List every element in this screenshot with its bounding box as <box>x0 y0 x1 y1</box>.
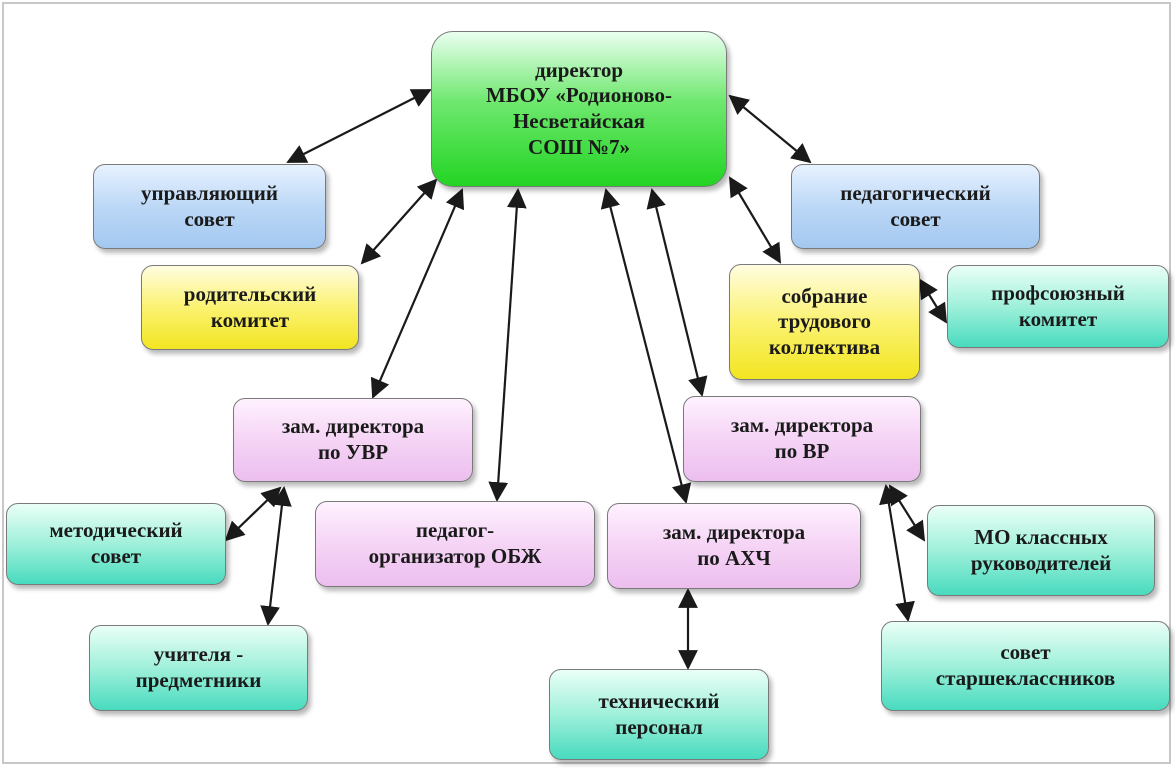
node-mo-class-leaders: МО классных руководителей <box>927 505 1155 596</box>
node-deputy-ahch: зам. директора по АХЧ <box>607 503 861 589</box>
node-parent-committee-label: родительский комитет <box>183 281 317 332</box>
node-pedagogical-council: педагогический совет <box>791 164 1040 249</box>
node-governing-council: управляющий совет <box>93 164 326 249</box>
node-obzh-organizer: педагог- организатор ОБЖ <box>315 501 595 587</box>
node-director-label: директор МБОУ «Родионово- Несветайская С… <box>485 57 673 159</box>
arrow-deputy-uvr-subject-teachers <box>260 486 292 626</box>
node-deputy-uvr: зам. директора по УВР <box>233 398 473 482</box>
arrow-deputy-vr-senior-council <box>879 484 915 622</box>
node-mo-class-leaders-label: МО классных руководителей <box>970 524 1112 575</box>
arrow-labor-meeting-union-committee <box>918 278 948 324</box>
node-labor-meeting-label: собрание трудового коллектива <box>768 283 881 359</box>
node-deputy-ahch-label: зам. директора по АХЧ <box>662 520 806 570</box>
node-methodical-council-label: методический совет <box>49 518 183 568</box>
node-labor-meeting: собрание трудового коллектива <box>729 264 920 380</box>
node-union-committee: профсоюзный комитет <box>947 265 1169 348</box>
node-governing-council-label: управляющий совет <box>141 180 278 231</box>
node-technical-staff-label: технический персонал <box>598 688 720 739</box>
node-subject-teachers-label: учителя - предметники <box>135 642 262 692</box>
arrow-director-labor-meeting <box>728 176 782 264</box>
node-deputy-uvr-label: зам. директора по УВР <box>281 414 425 464</box>
node-director: директор МБОУ «Родионово- Несветайская С… <box>431 31 727 187</box>
node-subject-teachers: учителя - предметники <box>89 625 308 711</box>
node-senior-council: совет старшеклассников <box>881 621 1170 711</box>
node-pedagogical-council-label: педагогический совет <box>840 180 991 231</box>
arrow-director-parent-committee <box>360 178 438 265</box>
node-obzh-organizer-label: педагог- организатор ОБЖ <box>368 518 542 568</box>
node-deputy-vr: зам. директора по ВР <box>683 396 921 482</box>
arrow-deputy-uvr-methodical-council <box>224 486 282 542</box>
node-deputy-vr-label: зам. директора по ВР <box>730 413 874 463</box>
arrow-director-governing-council <box>286 89 432 163</box>
node-senior-council-label: совет старшеклассников <box>935 640 1116 690</box>
node-methodical-council: методический совет <box>6 503 226 585</box>
node-technical-staff: технический персонал <box>549 669 769 760</box>
arrow-director-pedagogical-council <box>728 94 812 164</box>
arrow-deputy-vr-mo-class-leaders <box>888 484 926 542</box>
arrow-director-deputy-vr <box>646 188 708 397</box>
arrow-director-deputy-ahch <box>600 188 692 504</box>
node-union-committee-label: профсоюзный комитет <box>991 280 1125 331</box>
arrow-director-deputy-uvr <box>370 188 465 399</box>
node-parent-committee: родительский комитет <box>141 265 359 350</box>
arrow-director-obzh-organizer <box>488 188 527 502</box>
